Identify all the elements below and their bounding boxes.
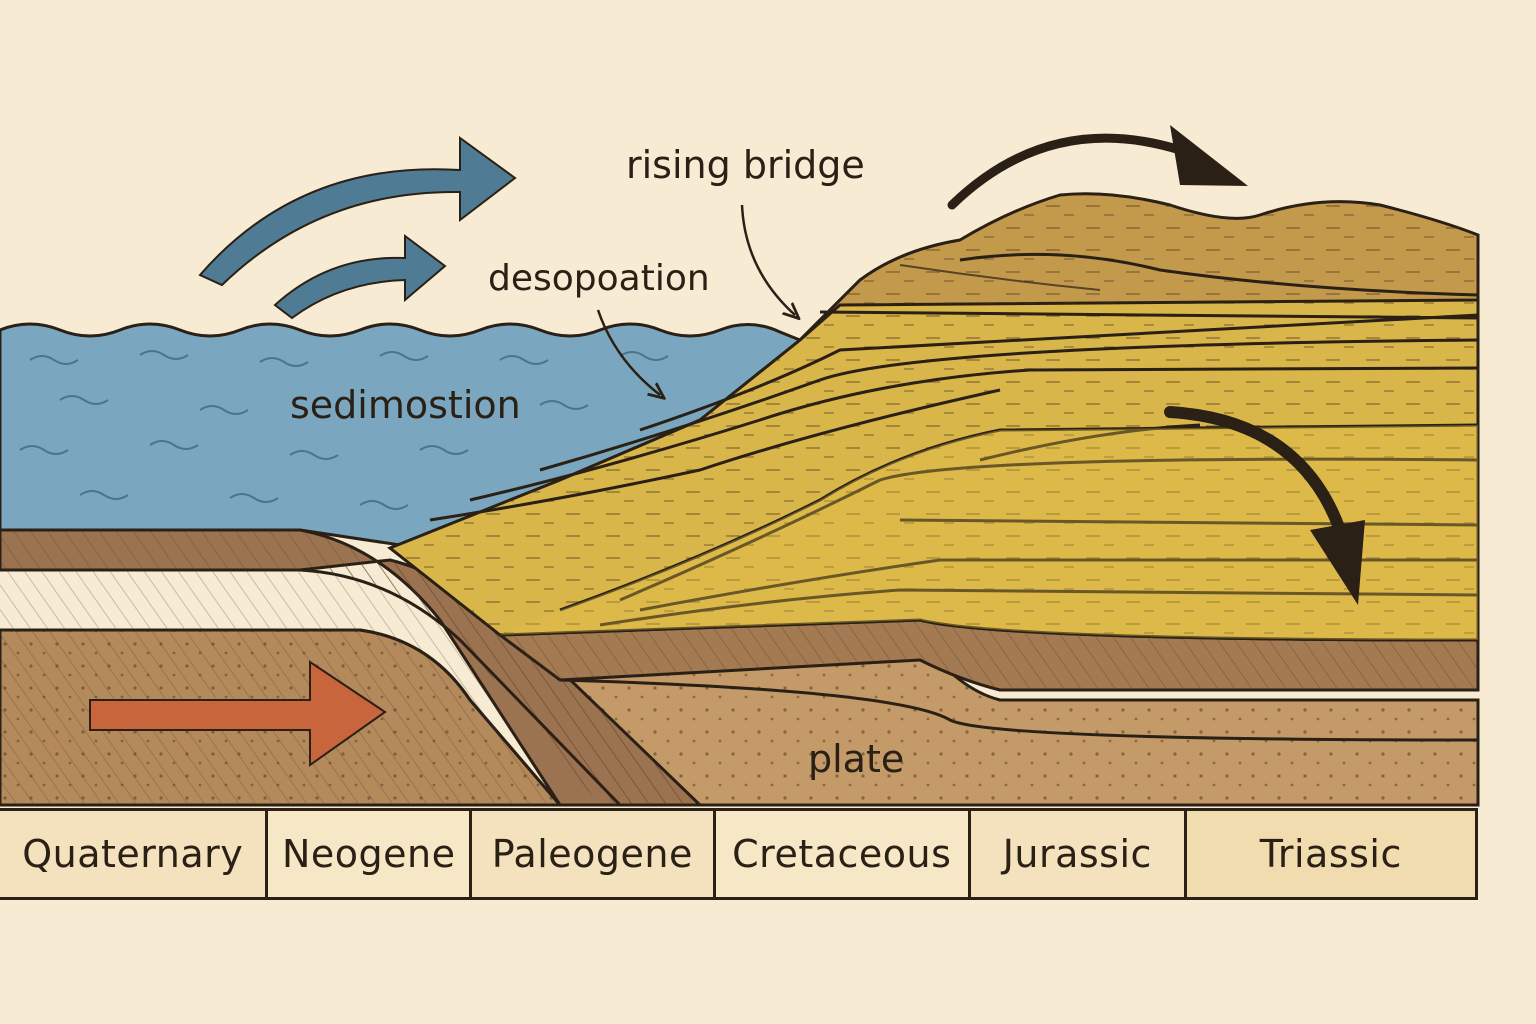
period-cretaceous: Cretaceous	[712, 811, 969, 897]
period-jurassic: Jurassic	[968, 811, 1184, 897]
period-label: Quaternary	[22, 832, 244, 876]
plate-motion-arrow-icon	[89, 660, 387, 767]
uplift-arrow-icon	[947, 125, 1248, 210]
period-quaternary: Quaternary	[0, 811, 266, 897]
strata-lines	[429, 310, 1479, 627]
sediment-wedge	[387, 278, 1480, 642]
period-label: Triassic	[1259, 832, 1402, 876]
subducting-plate	[0, 528, 704, 807]
water-body	[0, 322, 803, 547]
period-label: Jurassic	[1002, 832, 1152, 876]
water-flow-arrow-icon	[198, 136, 517, 320]
period-neogene: Neogene	[265, 811, 470, 897]
period-label: Cretaceous	[732, 832, 952, 876]
label-rising-bridge: rising bridge	[626, 143, 865, 187]
pointer-arrow-icon	[596, 204, 795, 395]
period-paleogene: Paleogene	[469, 811, 713, 897]
wave-marks	[19, 350, 669, 510]
label-sedimostion: sedimostion	[290, 383, 521, 427]
label-plate: plate	[808, 737, 904, 781]
period-label: Neogene	[281, 832, 456, 876]
geologic-timeline: Quaternary Neogene Paleogene Cretaceous …	[0, 808, 1478, 900]
subsidence-arrow-icon	[1164, 406, 1365, 605]
label-desopoation: desopoation	[488, 258, 710, 299]
period-triassic: Triassic	[1183, 811, 1475, 897]
period-label: Paleogene	[491, 832, 693, 876]
rising-bridge-hill	[798, 192, 1480, 342]
